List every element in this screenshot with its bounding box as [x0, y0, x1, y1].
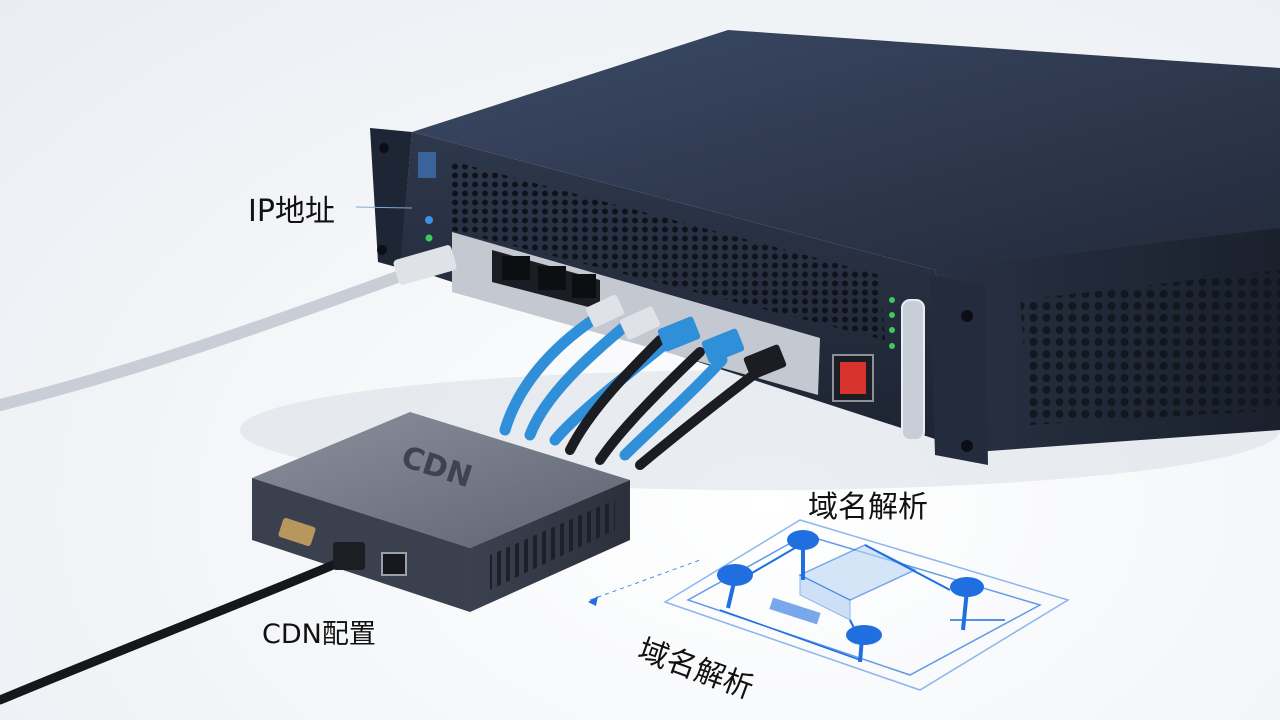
- black-cable: [565, 335, 665, 455]
- black-cable: [595, 347, 705, 465]
- ip-address-label: IP地址: [248, 194, 335, 229]
- router-front-vent: [448, 160, 885, 340]
- black-cable: [635, 365, 765, 470]
- blue-cable: [499, 306, 611, 436]
- ip-leader-line: [355, 206, 413, 209]
- dns-node-pin: [846, 625, 882, 645]
- router-handle: [901, 299, 925, 441]
- cdn-config-label: CDN配置: [262, 619, 376, 650]
- cdn-box-ethernet-port: [381, 552, 407, 576]
- rack-ear-right: [930, 275, 988, 465]
- cdn-box-top: [252, 412, 630, 548]
- blue-cable: [524, 316, 636, 441]
- router-top-surface: [412, 30, 1280, 270]
- status-led: [425, 234, 433, 242]
- dns-node-pin: [950, 577, 984, 597]
- dns-resolution-label: 域名解析: [808, 490, 928, 525]
- blue-cable: [619, 354, 728, 461]
- dns-node-pin: [787, 530, 819, 550]
- dns-node-pins: [588, 530, 984, 663]
- cdn-box-vent: [490, 500, 615, 590]
- router-side-vent: [1020, 270, 1280, 425]
- dns-resolution-diagram: [589, 519, 1070, 691]
- grey-cable: [0, 256, 446, 411]
- rack-ear-left: [370, 128, 412, 268]
- status-led: [425, 216, 433, 224]
- power-cable: [0, 553, 355, 705]
- cdn-box-port: [278, 518, 316, 546]
- dns-node-pin: [717, 564, 753, 586]
